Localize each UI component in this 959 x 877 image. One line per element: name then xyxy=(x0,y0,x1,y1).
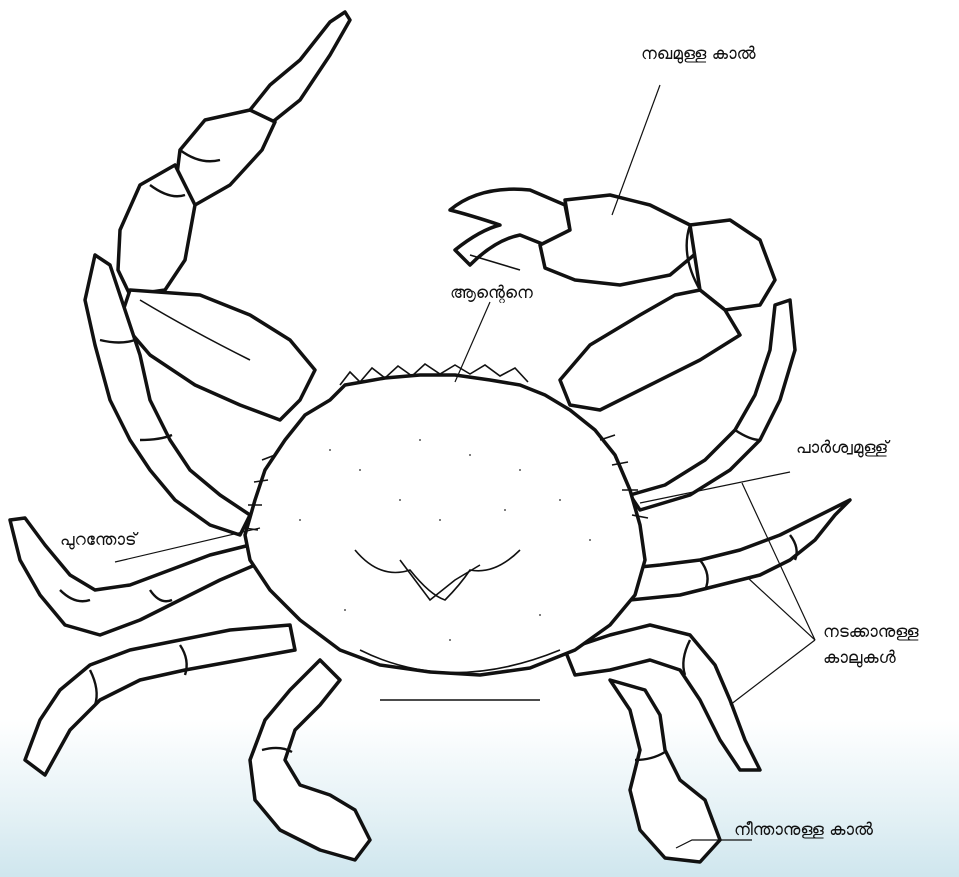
label-lateral-spine: പാർശ്വമുള്ള് xyxy=(796,438,888,458)
left-cheliped xyxy=(118,12,350,420)
label-claw-leg: നഖമുള്ള കാൽ xyxy=(641,44,756,64)
leader-claw-leg xyxy=(612,85,660,215)
label-walking-legs-line2: കാലുകൾ xyxy=(823,648,896,668)
leader-walking-3 xyxy=(730,640,815,705)
label-swimming-leg: നീന്താനുള്ള കാൽ xyxy=(734,820,873,840)
leader-walking-2 xyxy=(748,578,815,640)
label-walking-legs-line1: നടക്കാനുള്ള xyxy=(823,622,919,642)
leader-antenna xyxy=(455,302,490,382)
label-carapace: പുറന്തോട് xyxy=(60,530,137,550)
label-antenna: ആന്റെനെ xyxy=(450,283,533,303)
left-swimming-leg xyxy=(250,660,370,860)
